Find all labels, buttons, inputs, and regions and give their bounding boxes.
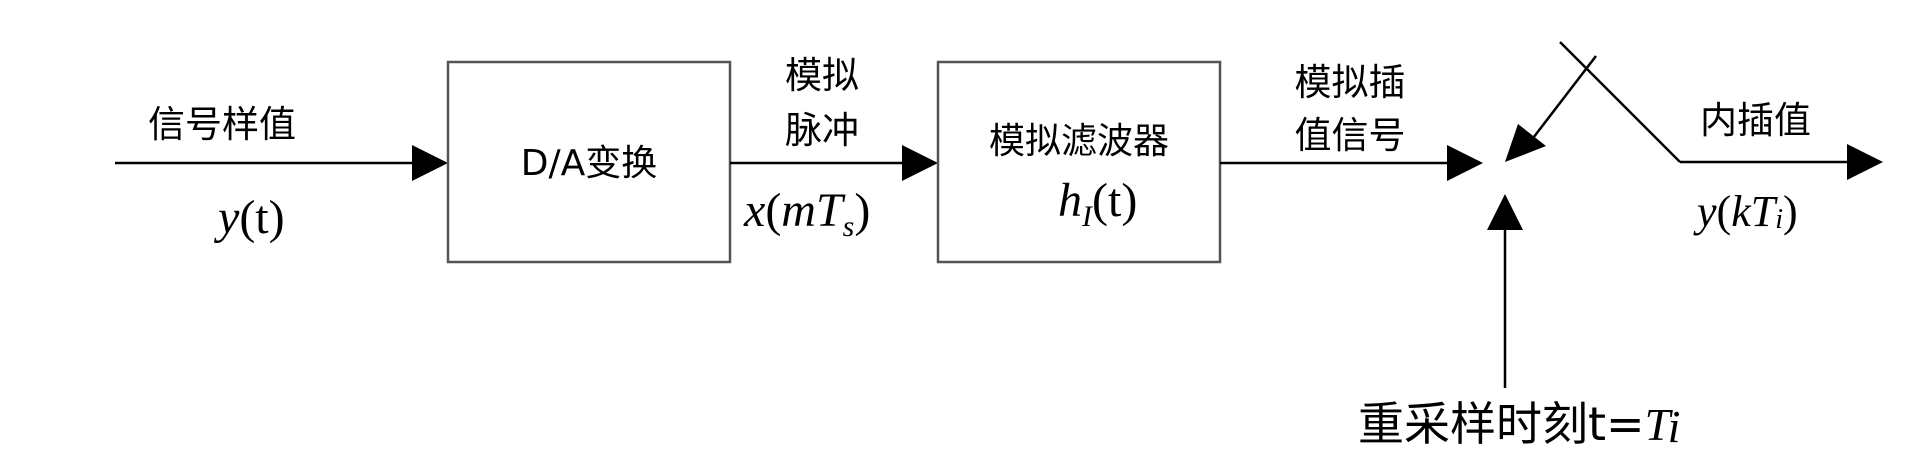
sampling-instant-label: 重采样时刻t=Ti xyxy=(1358,397,1680,452)
analog-filter-block xyxy=(936,60,1222,264)
pulse-label-line1: 模拟 xyxy=(785,54,859,97)
input-signal-math: y(t) xyxy=(213,191,285,244)
output-signal-math: y(kTi) xyxy=(1693,187,1798,236)
da-converter-label: D/A变换 xyxy=(521,143,657,184)
interp-signal-label-line1: 模拟插 xyxy=(1295,61,1406,104)
switch-diagonal xyxy=(1559,41,1681,163)
filter-impulse-response-math: hI(t) xyxy=(1058,174,1137,233)
output-label: 内插值 xyxy=(1700,99,1811,142)
switch-blade-arrowhead xyxy=(1505,124,1546,162)
input-signal-label: 信号样值 xyxy=(148,103,296,146)
pulse-arrowhead xyxy=(902,145,938,181)
da-converter-block xyxy=(446,60,732,264)
sampling-arrowhead xyxy=(1487,194,1523,230)
analog-filter-label: 模拟滤波器 xyxy=(989,121,1169,162)
input-arrowhead xyxy=(412,145,448,181)
interp-signal-arrowhead xyxy=(1447,145,1483,181)
switch-blade xyxy=(1529,55,1597,143)
interp-signal-label-line2: 值信号 xyxy=(1295,114,1406,157)
output-arrowhead xyxy=(1847,144,1883,180)
pulse-signal-math: x(mTs) xyxy=(743,184,870,243)
pulse-label-line2: 脉冲 xyxy=(785,109,859,152)
